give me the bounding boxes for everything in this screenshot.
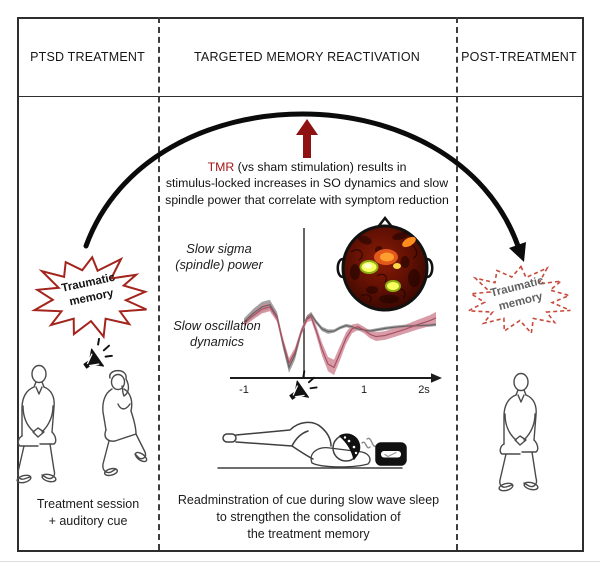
- tmr-result-annotation: TMR (vs sham stimulation) results in sti…: [147, 159, 467, 208]
- figure-frame: [17, 17, 584, 552]
- slow-oscillation-dynamics-label: Slow oscillation dynamics: [173, 318, 261, 349]
- x-tick-1: 1: [360, 384, 368, 396]
- column-divider-right: [456, 17, 458, 550]
- x-tick-minus1: -1: [239, 384, 249, 396]
- tmr-highlight-text: TMR: [207, 160, 235, 174]
- page-edge-line: [0, 561, 600, 562]
- treatment-session-caption: Treatment session + auditory cue: [36, 497, 140, 528]
- panel-title-targeted-memory-reactivation: TARGETED MEMORY REACTIVATION: [194, 49, 420, 64]
- header-divider-line: [17, 96, 582, 97]
- panel-title-post-treatment: POST-TREATMENT: [461, 49, 577, 64]
- cue-readministration-caption: Readminstration of cue during slow wave …: [177, 493, 440, 541]
- panel-title-ptsd-treatment: PTSD TREATMENT: [30, 49, 145, 64]
- column-divider-left: [158, 17, 160, 550]
- slow-sigma-power-label: Slow sigma (spindle) power: [175, 241, 263, 272]
- x-tick-2s: 2s: [418, 384, 430, 396]
